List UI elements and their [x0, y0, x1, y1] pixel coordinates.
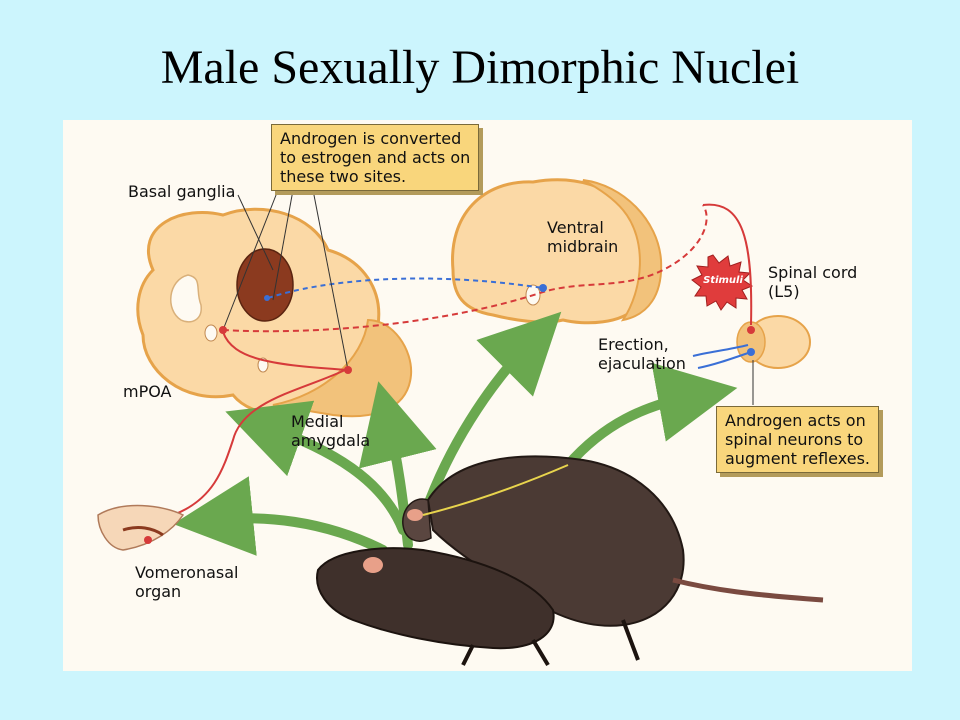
label-vomeronasal-organ: Vomeronasal organ — [135, 563, 238, 601]
label-spinal-cord: Spinal cord (L5) — [768, 263, 857, 301]
callout-androgen-estrogen-line-2: to estrogen and acts on — [280, 148, 471, 167]
neuron-dots — [219, 284, 755, 374]
slide-title: Male Sexually Dimorphic Nuclei — [160, 41, 800, 94]
diagram-figure: Basal ganglia mPOA Medial amygdala Ventr… — [63, 120, 912, 671]
label-ventral-midbrain-line-1: Ventral — [547, 218, 604, 237]
label-erection-line-2: ejaculation — [598, 354, 686, 373]
label-mpoa: mPOA — [123, 382, 172, 401]
callout-androgen-spinal-line-1: Androgen acts on — [725, 411, 866, 430]
label-basal-ganglia: Basal ganglia — [128, 182, 236, 201]
label-stimuli: Stimuli — [703, 275, 743, 286]
forebrain-section — [136, 207, 413, 418]
callout-androgen-estrogen: Androgen is converted to estrogen and ac… — [271, 124, 480, 191]
label-erection-ejaculation: Erection, ejaculation — [598, 335, 686, 373]
label-medial-amygdala-line-2: amygdala — [291, 431, 371, 450]
mating-rats — [316, 455, 824, 667]
callout-androgen-estrogen-line-1: Androgen is converted — [280, 129, 462, 148]
label-medial-amygdala-line-1: Medial — [291, 412, 344, 431]
neural-pathways — [172, 189, 754, 516]
label-medial-amygdala: Medial amygdala — [291, 412, 370, 450]
label-erection-line-1: Erection, — [598, 335, 669, 354]
midbrain-section — [451, 178, 663, 325]
basal-ganglia-nucleus — [236, 248, 294, 322]
label-ventral-midbrain-line-2: midbrain — [547, 237, 619, 256]
callout-androgen-estrogen-line-3: these two sites. — [280, 167, 407, 186]
stimuli-burst — [691, 254, 754, 311]
vomeronasal-organ-drawing — [97, 504, 185, 551]
callout-androgen-spinal-line-3: augment reflexes. — [725, 449, 870, 468]
label-vomeronasal-line-2: organ — [135, 582, 182, 601]
label-spinal-cord-line-2: (L5) — [768, 282, 800, 301]
diagram-canvas — [97, 178, 824, 667]
callout-androgen-spinal: Androgen acts on spinal neurons to augme… — [716, 406, 879, 473]
label-spinal-cord-line-1: Spinal cord — [768, 263, 858, 282]
label-ventral-midbrain: Ventral midbrain — [547, 218, 618, 256]
spinal-cord-section — [736, 315, 811, 369]
label-vomeronasal-line-1: Vomeronasal — [135, 563, 239, 582]
callout-androgen-spinal-line-2: spinal neurons to — [725, 430, 864, 449]
